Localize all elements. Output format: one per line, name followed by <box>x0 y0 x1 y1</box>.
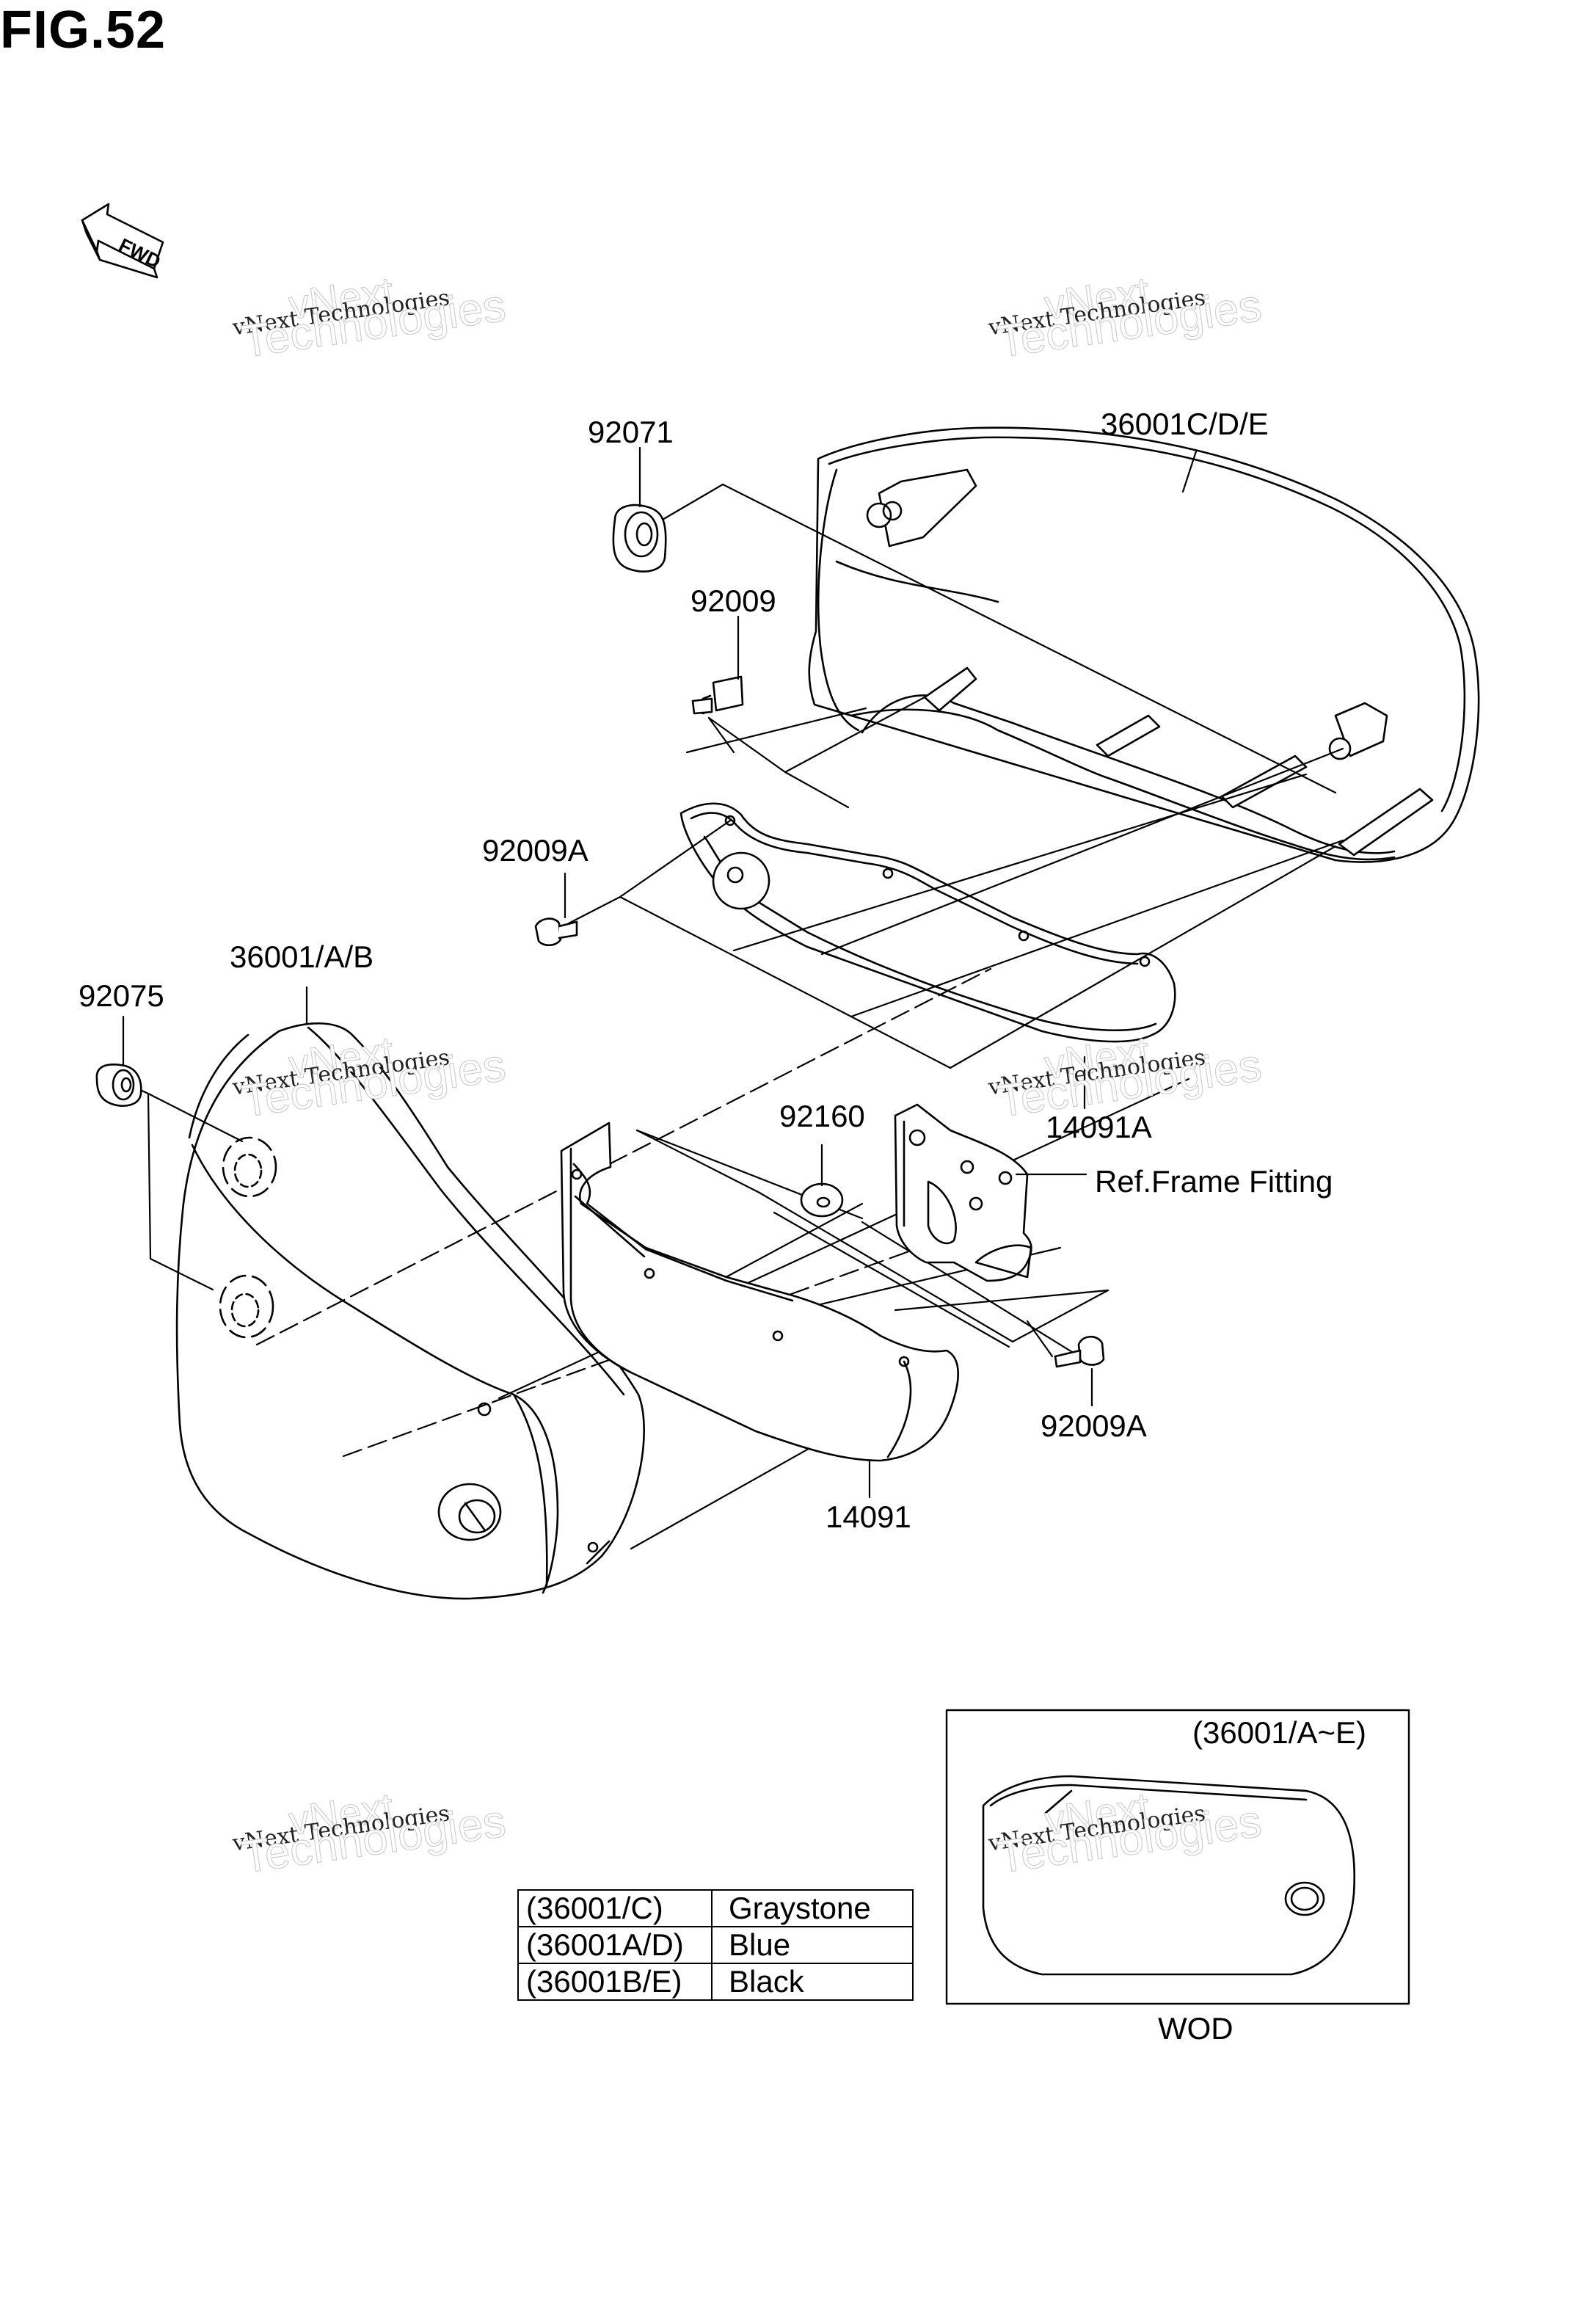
color-row: (36001/C) Graystone <box>517 1889 914 1927</box>
callout-ticks <box>122 446 1198 1499</box>
screw-92009A-upper-icon <box>534 917 578 947</box>
lower-bracket <box>560 1122 959 1462</box>
color-code: (36001A/D) <box>517 1926 713 1964</box>
callout-92160: 92160 <box>779 1099 865 1133</box>
callout-14091a: 14091A <box>1046 1110 1152 1144</box>
callout-36001-a-b: 36001/A/B <box>230 939 374 974</box>
figure-title: FIG.52 <box>0 1 167 59</box>
grommet-92071-icon <box>612 504 667 572</box>
upper-cover-bracket <box>679 802 1176 1043</box>
callout-92009a-upper: 92009A <box>482 833 589 868</box>
grommet-92075-icon <box>95 1064 142 1107</box>
washer-92160-icon <box>800 1182 844 1218</box>
fwd-arrow-icon: FWD <box>81 203 164 279</box>
left-side-cover <box>175 1022 645 1600</box>
callout-92009a-lower: 92009A <box>1041 1408 1147 1443</box>
color-table: (36001/C) Graystone (36001A/D) Blue (360… <box>517 1889 914 2001</box>
wod-inset <box>945 1709 1410 2005</box>
upper-leader-lines <box>567 483 1344 1069</box>
color-row: (36001A/D) Blue <box>517 1926 914 1964</box>
callout-92075: 92075 <box>79 978 164 1013</box>
color-name: Black <box>711 1963 914 2001</box>
callout-92071: 92071 <box>588 415 674 449</box>
color-name: Blue <box>711 1926 914 1964</box>
callout-92009: 92009 <box>690 584 776 618</box>
upper-side-cover <box>808 426 1480 863</box>
color-code: (36001/C) <box>517 1889 713 1927</box>
color-row: (36001B/E) Black <box>517 1963 914 2001</box>
screw-92009-icon <box>691 675 744 715</box>
frame-fitting <box>894 1103 1032 1282</box>
callout-14091: 14091 <box>826 1499 911 1534</box>
color-name: Graystone <box>711 1889 914 1927</box>
inset-caption: WOD <box>1158 2011 1234 2046</box>
color-code: (36001B/E) <box>517 1963 713 2001</box>
callout-36001-c-d-e: 36001C/D/E <box>1101 407 1269 441</box>
callout-ref-frame-fitting: Ref.Frame Fitting <box>1095 1164 1333 1199</box>
inset-label: (36001/A~E) <box>1192 1715 1366 1750</box>
screw-92009A-lower-icon <box>1054 1335 1105 1368</box>
